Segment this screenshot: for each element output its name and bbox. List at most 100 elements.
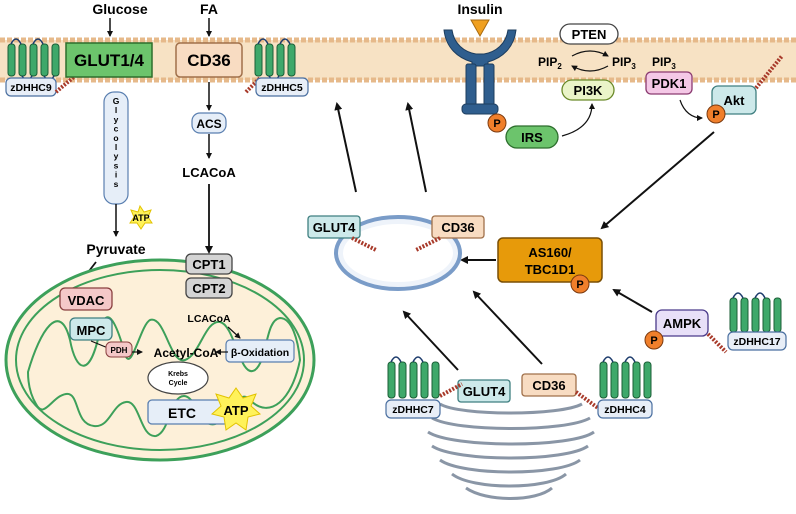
glycolysis-letter: y (114, 114, 119, 124)
akt-p-label: P (712, 109, 719, 121)
pdk1-to-akt-arrow (679, 99, 703, 121)
vesicle-to-membrane-arrow (405, 102, 427, 193)
zdhhc17-helices (729, 297, 782, 333)
lcacoa-label: LCACoA (182, 165, 236, 180)
glut4-golgi-label: GLUT4 (463, 384, 506, 399)
cd36-golgi-box (521, 373, 577, 397)
ampk-to-as160-arrow (612, 288, 653, 313)
zdhhc5-box (255, 77, 309, 97)
zdhhc7-loops (390, 356, 424, 363)
zdhhc9-loops (10, 38, 55, 81)
pip2-label: PIP2 (538, 55, 562, 71)
palm-anchor-icon (706, 332, 728, 354)
phospho-icon (570, 274, 590, 294)
cpt1-box (185, 253, 233, 275)
krebs-cycle-circle (147, 361, 209, 395)
glut14-box (65, 42, 153, 78)
lcacoa-to-betaox-arrow (227, 326, 241, 339)
acs-label: ACS (196, 117, 221, 131)
cpt2-label: CPT2 (192, 281, 225, 296)
glycolysis-letter: s (114, 179, 119, 189)
cd36-membrane-label: CD36 (187, 51, 230, 70)
pdk1-label: PDK1 (652, 76, 687, 91)
palm-anchor-icon (351, 236, 377, 252)
as160-box (497, 237, 603, 283)
zdhhc4-loops (602, 356, 636, 363)
etc-label: ETC (168, 405, 196, 421)
zdhhc7-helices (387, 361, 440, 399)
irs-box (505, 125, 559, 149)
pip3-label: PIP3 (612, 55, 636, 71)
pi3k-label: PI3K (574, 83, 604, 98)
zdhhc17-box (727, 331, 787, 351)
insulin-receptor-icon (443, 29, 517, 115)
zdhhc5-label: zDHHC5 (261, 82, 303, 94)
irs-label: IRS (521, 130, 543, 145)
ampk-p-label: P (650, 335, 657, 347)
ampk-box (655, 309, 709, 337)
zdhhc4-box (597, 399, 653, 419)
cpt2-box (185, 277, 233, 299)
ampk-label: AMPK (663, 316, 702, 331)
pten-box (559, 23, 619, 45)
burst-icon (129, 204, 153, 230)
glycolysis-letter: l (115, 142, 117, 152)
phospho-icon (706, 104, 726, 124)
pip3b-label: PIP3 (652, 55, 676, 71)
glycolysis-letter: y (114, 151, 119, 161)
as160-p-label: P (576, 279, 583, 291)
pten-label: PTEN (572, 27, 607, 42)
zdhhc9-label: zDHHC9 (10, 82, 52, 94)
glycolysis-letter: s (114, 160, 119, 170)
glycolysis-letter: G (113, 96, 120, 106)
pdh-label: PDH (111, 346, 128, 355)
zdhhc4-helices (599, 361, 652, 399)
pi3k-box (561, 79, 615, 101)
phospho-icon (487, 113, 507, 133)
palm-anchor-icon (439, 382, 463, 398)
glycolysis-letter: c (114, 124, 119, 134)
beta-ox-box (225, 339, 295, 363)
insulin-label: Insulin (457, 1, 502, 17)
zdhhc17-label: zDHHC17 (733, 336, 780, 348)
phospho-icon (644, 330, 664, 350)
glycolysis-letter: o (113, 133, 118, 143)
acetylcoa-label: Acetyl-CoA (154, 346, 219, 360)
zdhhc9-box (5, 77, 57, 97)
cd36-membrane-box (175, 42, 243, 78)
palm-anchor-icon (574, 390, 600, 410)
cd36-vesicle-label: CD36 (441, 220, 474, 235)
insulin-icon (470, 19, 490, 38)
vdac-label: VDAC (68, 293, 105, 308)
glycolysis-letter: i (115, 170, 117, 180)
akt-to-as160-arrow (600, 131, 715, 230)
irs-to-pi3k-arrow (561, 103, 595, 137)
pyruvate-label: Pyruvate (86, 241, 145, 257)
glucose-label: Glucose (92, 1, 147, 17)
fa-label: FA (200, 1, 218, 17)
mito-atp-label: ATP (223, 403, 248, 418)
as160-line1: AS160/ (528, 245, 572, 260)
pip-reverse-arrow (571, 65, 609, 72)
zdhhc7-label: zDHHC7 (392, 404, 434, 416)
vdac-box (59, 287, 113, 311)
pip-conversion-arrow (571, 50, 609, 57)
krebs-line1: Krebs (168, 371, 188, 378)
cd36-golgi-label: CD36 (532, 378, 565, 393)
golgi-to-vesicle-arrow (472, 290, 543, 365)
as160-line2: TBC1D1 (525, 262, 576, 277)
vesicle-to-membrane-arrow (334, 102, 357, 193)
glut4-vesicle-label: GLUT4 (313, 220, 356, 235)
zdhhc7-box (385, 399, 441, 419)
krebs-line2: Cycle (169, 380, 188, 387)
glycolysis-letter: l (115, 105, 117, 115)
palm-anchor-icon (415, 236, 441, 252)
zdhhc17-loops (732, 292, 766, 299)
palm-anchor-icon (54, 74, 77, 94)
receptor-p-label: P (493, 118, 500, 130)
glut4-golgi-box (457, 379, 511, 403)
beta-ox-label: β-Oxidation (231, 347, 289, 359)
vesicle-lumen (343, 224, 453, 282)
akt-box (711, 85, 757, 115)
